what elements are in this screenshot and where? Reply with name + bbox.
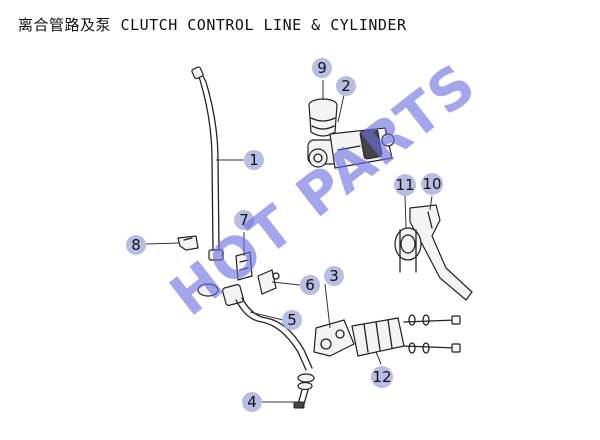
callout-4-label: 4 — [247, 393, 257, 411]
callout-4: 4 — [242, 392, 262, 412]
callout-3-label: 3 — [329, 267, 339, 285]
callout-1-label: 1 — [249, 151, 259, 169]
callout-7-label: 7 — [239, 211, 249, 229]
callout-11-label: 11 — [395, 176, 414, 194]
callout-11: 11 — [394, 174, 416, 196]
callout-12-label: 12 — [372, 368, 391, 386]
junction-part — [197, 283, 244, 306]
callout-5: 5 — [282, 310, 302, 330]
diagram-title: 离合管路及泵 CLUTCH CONTROL LINE & CYLINDER — [18, 14, 406, 35]
callout-3: 3 — [324, 266, 344, 286]
clip-part — [177, 235, 199, 251]
callout-5-label: 5 — [287, 311, 297, 329]
callout-7: 7 — [234, 210, 254, 230]
title-english: CLUTCH CONTROL LINE & CYLINDER — [120, 16, 407, 34]
clamp-part — [257, 269, 280, 295]
reservoir-part — [308, 98, 338, 137]
title-chinese: 离合管路及泵 — [18, 16, 112, 34]
callout-8-label: 8 — [131, 236, 141, 254]
callout-8: 8 — [126, 235, 146, 255]
master-cylinder-part — [307, 127, 395, 169]
callout-9: 9 — [312, 58, 332, 78]
callout-10-label: 10 — [422, 175, 441, 193]
callout-12: 12 — [371, 366, 393, 388]
callout-2: 2 — [336, 76, 356, 96]
slave-cylinder-part — [313, 319, 355, 357]
callout-2-label: 2 — [341, 77, 351, 95]
banjo-bolt-part — [293, 373, 315, 409]
lever-perch-part — [394, 227, 422, 273]
bracket-part — [235, 251, 253, 281]
callout-1: 1 — [244, 150, 264, 170]
clutch-hose-part — [235, 297, 313, 371]
callout-6-label: 6 — [305, 276, 315, 294]
slave-boot-part — [351, 314, 461, 357]
callout-6: 6 — [300, 275, 320, 295]
clutch-line-part — [191, 66, 224, 261]
callout-9-label: 9 — [317, 59, 327, 77]
callout-10: 10 — [421, 173, 443, 195]
